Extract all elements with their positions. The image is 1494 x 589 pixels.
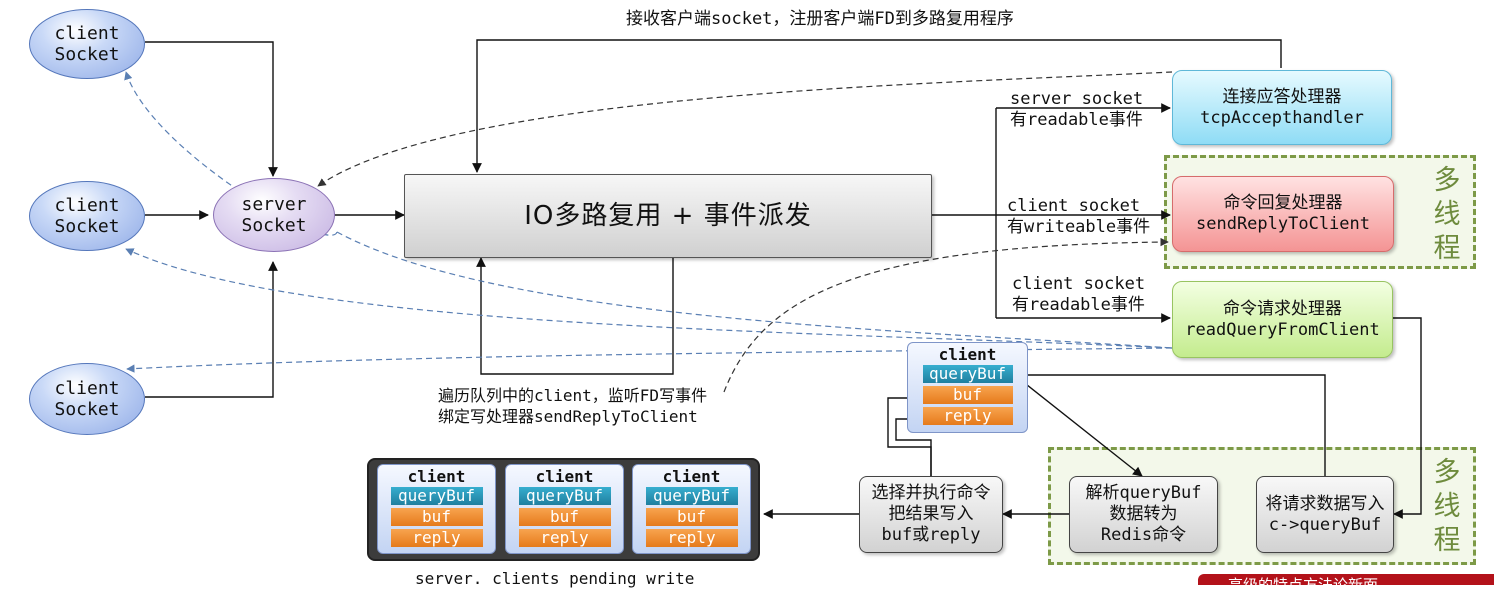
write-querybuf-step: 将请求数据写入 c->queryBuf: [1256, 476, 1394, 553]
server-socket-line2: Socket: [241, 215, 307, 236]
queue-client-2-reply: reply: [518, 529, 611, 547]
reply-handler-line2: sendReplyToClient: [1196, 214, 1370, 234]
multithread-top-char1: 多: [1433, 165, 1461, 196]
parse-querybuf-step: 解析queryBuf 数据转为 Redis命令: [1069, 476, 1218, 553]
queue-client-3-buf: buf: [645, 508, 738, 526]
server-socket-line1: server: [241, 194, 307, 215]
event-client-writeable: client socket 有writeable事件: [1007, 196, 1150, 238]
reply-handler: 命令回复处理器 sendReplyToClient: [1172, 176, 1394, 252]
accept-handler-line2: tcpAccepthandler: [1200, 107, 1364, 128]
client-socket-2: client Socket: [29, 181, 145, 251]
loop-note-line1: 遍历队列中的client，监听FD写事件: [438, 386, 708, 405]
execute-step-line1: 选择并执行命令: [871, 483, 991, 503]
queue-client-3-reply: reply: [645, 529, 738, 547]
client-struct-querybuf: queryBuf: [922, 365, 1013, 383]
top-note: 接收客户端socket，注册客户端FD到多路复用程序: [626, 9, 1014, 29]
multithread-bottom-char1: 多: [1433, 457, 1461, 488]
queue-client-3-querybuf: queryBuf: [645, 487, 738, 505]
multithread-top-char3: 程: [1433, 233, 1461, 264]
write-step-line1: 将请求数据写入: [1265, 493, 1385, 514]
event-server-readable-line2: 有readable事件: [1010, 110, 1143, 130]
queue-client-1: client queryBuf buf reply: [377, 464, 496, 554]
arrow-client3-to-server: [145, 261, 278, 398]
server-socket: server Socket: [213, 178, 335, 252]
queue-client-3: client queryBuf buf reply: [632, 464, 751, 554]
client-struct-title: client: [938, 345, 997, 364]
parse-step-line3: Redis命令: [1100, 525, 1187, 545]
client-socket-3: client Socket: [29, 363, 145, 435]
client-socket-3-line1: client: [54, 378, 120, 399]
queue-client-2-querybuf: queryBuf: [518, 487, 611, 505]
write-step-line2: c->queryBuf: [1268, 514, 1382, 535]
client-socket-1-line2: Socket: [54, 44, 120, 65]
client-struct-buf: buf: [922, 386, 1013, 404]
multithread-label-bottom: 多 线 程: [1430, 456, 1464, 558]
execute-command-step: 选择并执行命令 把结果写入 buf或reply: [859, 476, 1003, 553]
queue-client-3-title: client: [662, 467, 721, 486]
event-server-readable: server socket 有readable事件: [1010, 89, 1143, 131]
queue-client-2: client queryBuf buf reply: [505, 464, 624, 554]
multithread-bottom-char2: 线: [1433, 491, 1461, 522]
queue-client-2-buf: buf: [518, 508, 611, 526]
multithread-top-char2: 线: [1433, 199, 1461, 230]
queue-client-1-title: client: [407, 467, 466, 486]
client-socket-3-line2: Socket: [54, 399, 120, 420]
event-client-writeable-line2: 有writeable事件: [1007, 217, 1151, 237]
execute-step-line3: buf或reply: [881, 525, 981, 545]
event-client-readable: client socket 有readable事件: [1012, 274, 1145, 316]
queue-label: server. clients pending write: [415, 569, 695, 588]
client-socket-2-line2: Socket: [54, 216, 120, 237]
multithread-bottom-char3: 程: [1433, 525, 1461, 556]
io-multiplexing-label: IO多路复用 + 事件派发: [524, 200, 812, 231]
read-handler: 命令请求处理器 readQueryFromClient: [1172, 281, 1393, 358]
parse-step-line2: 数据转为: [1109, 504, 1178, 524]
parse-step-line1: 解析queryBuf: [1085, 483, 1202, 503]
read-handler-line2: readQueryFromClient: [1185, 319, 1380, 340]
event-client-readable-line1: client socket: [1012, 274, 1146, 294]
queue-client-1-querybuf: queryBuf: [390, 487, 483, 505]
queue-client-1-reply: reply: [390, 529, 483, 547]
event-client-writeable-line1: client socket: [1007, 196, 1141, 216]
corner-tag: 高级的特点方法论新面: [1198, 574, 1494, 585]
client-socket-1-line1: client: [54, 23, 120, 44]
execute-step-line2: 把结果写入: [888, 504, 974, 524]
arrow-client1-to-server: [145, 41, 278, 177]
queue-client-2-title: client: [535, 467, 594, 486]
multithread-label-top: 多 线 程: [1430, 164, 1464, 266]
reply-handler-line1: 命令回复处理器: [1223, 193, 1343, 213]
queue-client-1-buf: buf: [390, 508, 483, 526]
event-server-readable-line1: server socket: [1010, 89, 1144, 109]
io-multiplexing-box: IO多路复用 + 事件派发: [404, 174, 932, 258]
accept-handler-line1: 连接应答处理器: [1222, 86, 1342, 107]
read-handler-line1: 命令请求处理器: [1223, 298, 1342, 319]
client-socket-1: client Socket: [29, 9, 145, 79]
loop-note-line2: 绑定写处理器sendReplyToClient: [438, 407, 698, 426]
arrow-loop-under-io: [476, 257, 674, 375]
event-client-readable-line2: 有readable事件: [1012, 295, 1145, 315]
loop-note: 遍历队列中的client，监听FD写事件 绑定写处理器sendReplyToCl…: [438, 385, 707, 427]
client-struct-reply: reply: [922, 407, 1013, 425]
client-struct: client queryBuf buf reply: [907, 342, 1028, 433]
arrow-accept-to-io: [472, 39, 1282, 173]
accept-handler: 连接应答处理器 tcpAccepthandler: [1172, 70, 1392, 145]
client-socket-2-line1: client: [54, 195, 120, 216]
